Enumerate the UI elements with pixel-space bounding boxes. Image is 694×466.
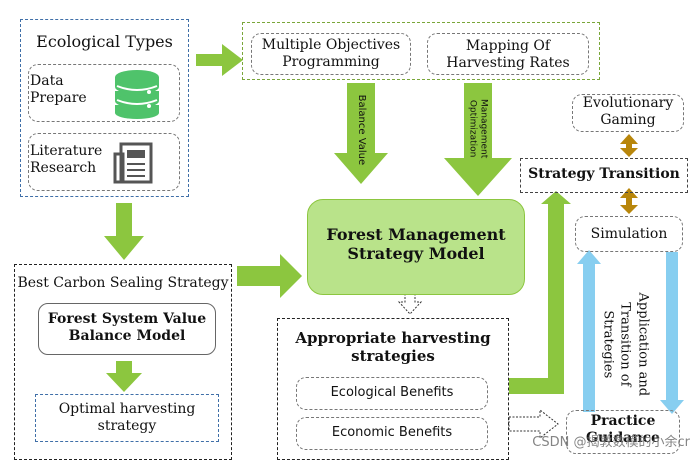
forest-management-model-label: Forest Management Strategy Model [326, 225, 506, 263]
harvesting-strategies-title: Appropriate harvesting strategies [295, 329, 491, 365]
multiple-objectives-label: Multiple Objectives Programming [261, 37, 401, 70]
arrow-transition-simulation [620, 194, 638, 214]
mapping-harvesting-label: Mapping Of Harvesting Rates [446, 38, 570, 71]
economic-benefits-box [296, 417, 488, 450]
data-prepare-label: Data Prepare [30, 73, 87, 106]
arrow-model-to-harvest [397, 292, 423, 315]
balance-model-box [38, 303, 216, 355]
evolutionary-gaming-box [572, 94, 684, 132]
data-prepare-box [28, 64, 180, 122]
practice-guidance-box [566, 410, 680, 454]
arrow-evolutionary-transition [620, 142, 638, 157]
evolutionary-gaming-label: Evolutionary Gaming [582, 95, 674, 128]
economic-benefits-label: Economic Benefits [331, 425, 453, 440]
ecological-benefits-label: Ecological Benefits [330, 385, 454, 400]
simulation-label: Simulation [590, 226, 668, 242]
application-transition-label: Application and Transition of Strategies [600, 292, 651, 397]
arrow-left-to-model [237, 254, 302, 298]
mapping-harvesting-box [427, 33, 589, 75]
management-optimization-label: Management Optimization [468, 98, 489, 159]
simulation-box [575, 216, 683, 252]
arrow-evolutionary-transition-up [620, 134, 638, 144]
best-carbon-title: Best Carbon Sealing Strategy [17, 275, 229, 291]
csdn-watermark: CSDN @揭敦数模的小余cr [532, 435, 690, 450]
literature-research-box [28, 133, 180, 191]
arrow-blue-up [577, 250, 601, 412]
literature-research-label: Literature Research [30, 143, 103, 176]
arrow-blue-down [660, 252, 684, 414]
harvesting-strategies-panel [277, 318, 509, 460]
arrow-harvest-to-transition [509, 191, 571, 394]
arrow-eco-to-left [104, 203, 144, 260]
arrow-balance-value [334, 83, 388, 184]
practice-guidance-label: Practice Guidance [586, 413, 660, 446]
arrow-management-optimization [444, 83, 512, 196]
multiple-objectives-box [251, 33, 411, 75]
best-carbon-panel [14, 264, 232, 460]
ecological-benefits-box [296, 377, 488, 410]
arrow-transition-simulation-up [620, 188, 638, 198]
arrow-balance-to-optimal [106, 361, 142, 392]
ecological-types-title: Ecological Types [36, 32, 173, 51]
arrow-eco-to-top [196, 44, 243, 76]
balance-model-label: Forest System Value Balance Model [47, 311, 207, 344]
objectives-panel [242, 22, 600, 80]
arrow-benefits-to-practice [508, 408, 559, 440]
balance-value-label: Balance Value [355, 94, 367, 166]
strategy-transition-label: Strategy Transition [528, 166, 680, 182]
optimal-harvesting-label: Optimal harvesting strategy [58, 401, 196, 434]
ecological-types-panel [20, 19, 189, 197]
forest-management-model [307, 199, 525, 295]
optimal-harvesting-box [35, 394, 219, 442]
strategy-transition-box [520, 158, 688, 193]
